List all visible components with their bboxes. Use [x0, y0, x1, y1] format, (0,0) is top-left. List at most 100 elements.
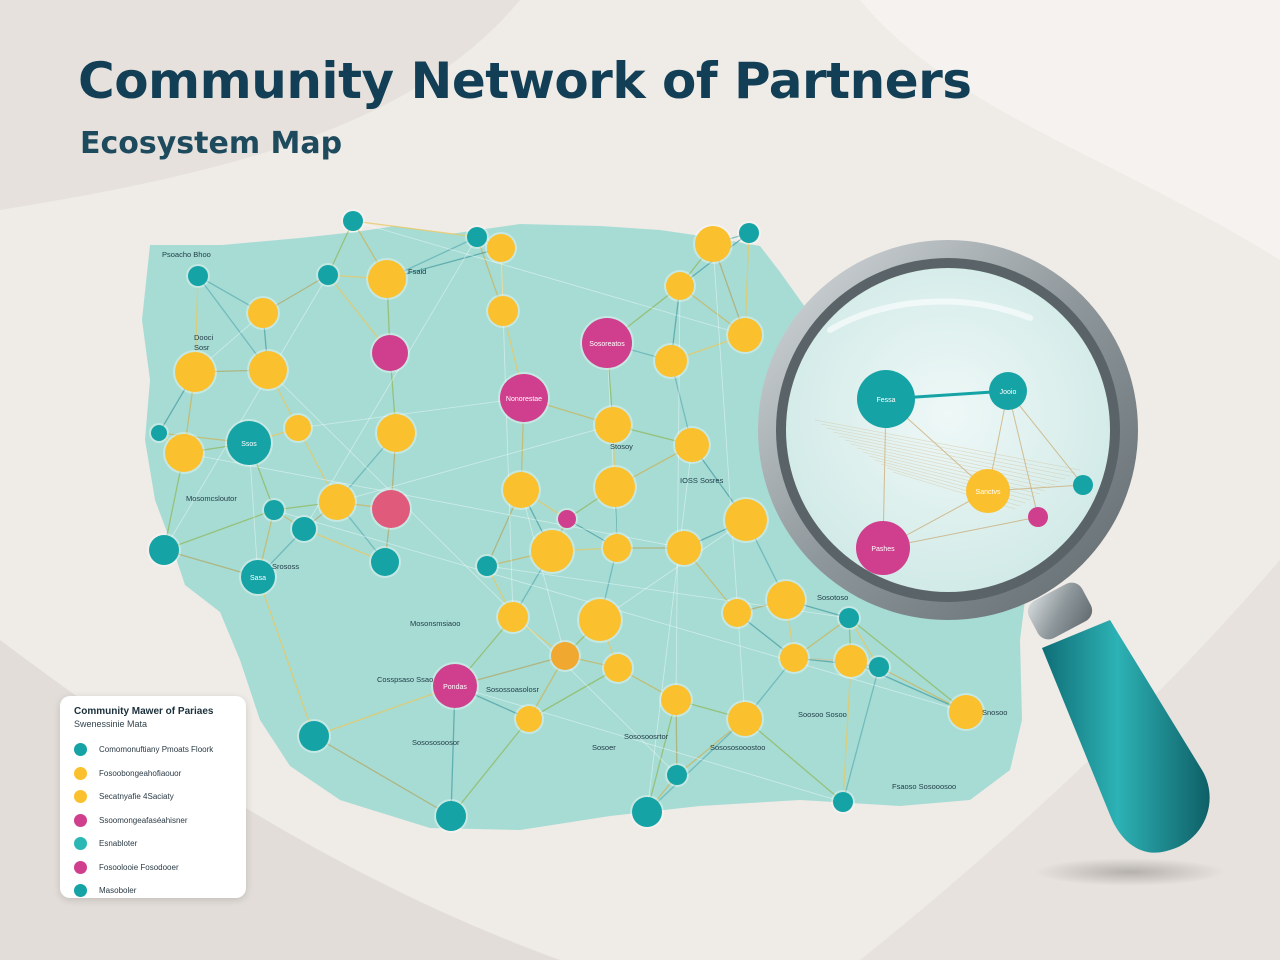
- network-node: [867, 655, 891, 679]
- map-label: Psoacho Bhoo: [162, 250, 211, 259]
- network-edge: [744, 718, 844, 803]
- network-node: [147, 533, 181, 567]
- network-edge: [454, 685, 844, 803]
- network-edge: [273, 509, 967, 713]
- network-edge: [313, 735, 452, 817]
- network-edge: [842, 660, 852, 803]
- magnified-node: [1028, 507, 1048, 527]
- legend-dot-icon: [74, 884, 87, 898]
- network-node: [370, 488, 412, 530]
- magnified-node: Fessa: [857, 370, 915, 428]
- legend: Community Mawer of Pariaes Swenessinie M…: [60, 696, 246, 898]
- magnified-edge: [826, 427, 1071, 477]
- network-edge: [646, 699, 677, 813]
- legend-dot-icon: [74, 837, 87, 851]
- magnified-node-label: Jooio: [1000, 389, 1017, 396]
- network-edge: [646, 718, 746, 813]
- magnified-edge: [838, 435, 1061, 483]
- legend-item-label: Secatnyafie 4Saciaty: [99, 792, 174, 802]
- network-edge: [646, 444, 693, 813]
- legend-item-label: Fosoobongeahofiaouor: [99, 768, 182, 778]
- magnified-node-label: Fessa: [876, 397, 895, 404]
- map-label: Dooci: [194, 333, 214, 342]
- network-node: [246, 296, 280, 330]
- legend-item-label: Fosoolooie Fosodooer: [99, 862, 179, 872]
- magnified-edge: [832, 431, 1066, 480]
- network-node: [630, 795, 664, 829]
- magnified-node: Sanctvs: [966, 469, 1010, 513]
- network-node: [549, 640, 581, 672]
- map-label: Sosotoso: [817, 593, 848, 602]
- network-node: [726, 316, 764, 354]
- network-node: [726, 700, 764, 738]
- network-edge: [712, 243, 746, 720]
- legend-item: Secatnyafie 4Saciaty: [74, 785, 236, 809]
- network-node: [262, 498, 286, 522]
- magnified-edge: [856, 447, 1046, 492]
- map-label: Mosonsmsiaoo: [410, 619, 460, 628]
- map-label: Cosspsaso Ssao: [377, 675, 433, 684]
- legend-item: Comomonuftiany Pmoats Floork: [74, 738, 236, 762]
- map-label: Soosoo Sosoo: [798, 710, 847, 719]
- legend-item: Fosoobongeahofiaouor: [74, 762, 236, 786]
- magnified-edge: [814, 419, 1081, 471]
- network-node: [317, 482, 357, 522]
- map-label: Snosoo: [982, 708, 1007, 717]
- network-node: [778, 642, 810, 674]
- network-node: [556, 508, 578, 530]
- page-title: Community Network of Partners: [78, 52, 972, 110]
- network-edge: [352, 220, 746, 336]
- network-node: [737, 221, 761, 245]
- legend-dot-icon: [74, 813, 87, 827]
- network-edge: [313, 685, 456, 737]
- network-edge: [197, 275, 269, 371]
- network-node: [247, 349, 289, 391]
- network-node: [664, 270, 696, 302]
- legend-dot-icon: [74, 790, 87, 804]
- network-node: [577, 597, 623, 643]
- network-edge: [303, 236, 478, 530]
- network-node: [653, 343, 689, 379]
- network-node: [831, 790, 855, 814]
- network-node: Sosoreatos: [580, 316, 634, 370]
- legend-title: Community Mawer of Pariaes: [74, 706, 214, 717]
- network-edge: [303, 528, 386, 563]
- map-label: Mosomcsloutor: [186, 494, 237, 503]
- network-node: [947, 693, 985, 731]
- network-node: [593, 405, 633, 445]
- network-edge: [450, 718, 530, 817]
- legend-item: Masoboler: [74, 879, 236, 903]
- node-label: Nonorestae: [506, 396, 542, 403]
- map-label: Sosososoosor: [412, 738, 460, 747]
- map-label: Srososs: [272, 562, 299, 571]
- legend-dot-icon: [74, 766, 87, 780]
- legend-dot-icon: [74, 743, 87, 757]
- network-node: [833, 643, 869, 679]
- legend-item: Esnabloter: [74, 832, 236, 856]
- network-node: [496, 600, 530, 634]
- network-edge: [248, 442, 259, 578]
- network-node: [316, 263, 340, 287]
- magnified-node-label: Pashes: [871, 546, 895, 553]
- network-node: [341, 209, 365, 233]
- magnified-edge: [820, 423, 1076, 474]
- network-edge: [163, 274, 329, 551]
- legend-dot-icon: [74, 860, 87, 874]
- network-node: [837, 606, 861, 630]
- magnified-edge: [850, 443, 1051, 489]
- network-node: [665, 763, 689, 787]
- network-edge: [336, 424, 614, 503]
- network-node: [593, 465, 637, 509]
- network-node: [369, 546, 401, 578]
- magnified-edge: [1007, 390, 1084, 486]
- map-label: IOSS Sosres: [680, 476, 724, 485]
- network-edge: [520, 489, 566, 657]
- magnified-node-label: Sanctvs: [976, 489, 1001, 496]
- network-node: [721, 597, 753, 629]
- network-node: Nonorestae: [498, 372, 550, 424]
- network-node: [485, 232, 517, 264]
- network-edge: [842, 666, 880, 803]
